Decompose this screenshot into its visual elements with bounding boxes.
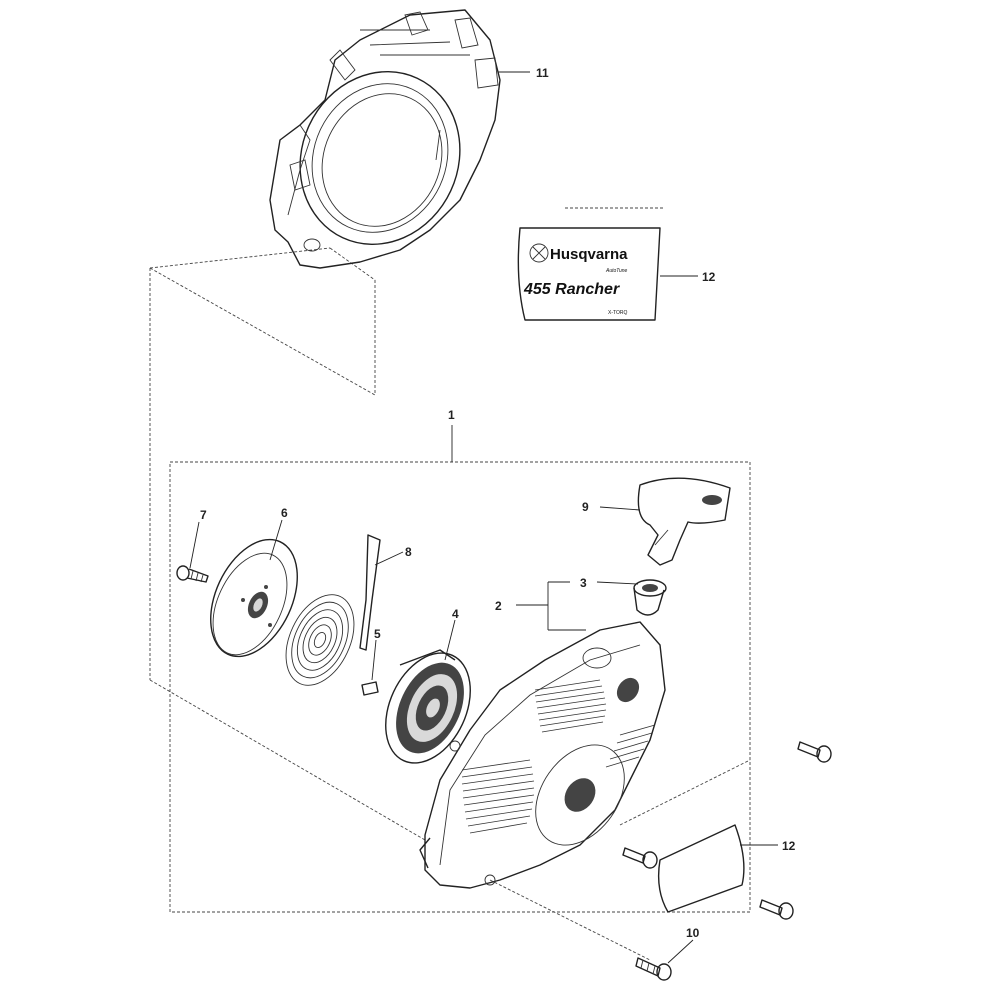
callout-12-decal: 12 (702, 270, 716, 284)
part-10-screw-bottom (635, 957, 672, 981)
callout-labels: 1 2 3 4 5 6 7 8 9 10 11 12 12 (200, 66, 796, 940)
part-6-pulley-disc (210, 538, 298, 658)
assembly-outline (149, 207, 751, 961)
housing-grille-lower (461, 759, 535, 834)
part-10-screw-right-mid (622, 847, 658, 869)
housing-grille-upper (534, 679, 607, 733)
callout-11: 11 (536, 66, 549, 80)
callout-2: 2 (495, 599, 502, 613)
decal-code: X-TORQ (608, 310, 627, 316)
callout-10: 10 (686, 926, 700, 940)
leader-lines (189, 71, 778, 964)
part-7-screw (176, 565, 209, 583)
callout-8: 8 (405, 545, 412, 559)
part-8-spring-wire (359, 534, 381, 651)
callout-4: 4 (452, 607, 459, 621)
part-9-starter-handle (637, 477, 731, 566)
part-11-housing (269, 9, 501, 269)
callout-7: 7 (200, 508, 207, 522)
housing-grille-side (605, 724, 656, 768)
decal-subtitle: AutoTune (605, 268, 628, 274)
part-10-screw-right-low (759, 899, 794, 920)
callout-9: 9 (582, 500, 589, 514)
callout-1: 1 (448, 408, 455, 422)
part-2-starter-housing (419, 621, 666, 889)
part-12-filter-plate (657, 824, 745, 913)
part-5-recoil-spring (285, 594, 379, 696)
part-12-decal: Husqvarna AutoTune 455 Rancher X-TORQ (517, 227, 661, 321)
part-3-bushing (633, 579, 667, 616)
callout-3: 3 (580, 576, 587, 590)
decal-model: 455 Rancher (523, 281, 620, 298)
part-10-screw-right-top (797, 741, 832, 763)
callout-6: 6 (281, 506, 288, 520)
part-4-rope-pulley (385, 649, 471, 764)
decal-brand: Husqvarna (550, 246, 628, 263)
callout-5: 5 (374, 627, 381, 641)
callout-12-filter: 12 (782, 839, 796, 853)
